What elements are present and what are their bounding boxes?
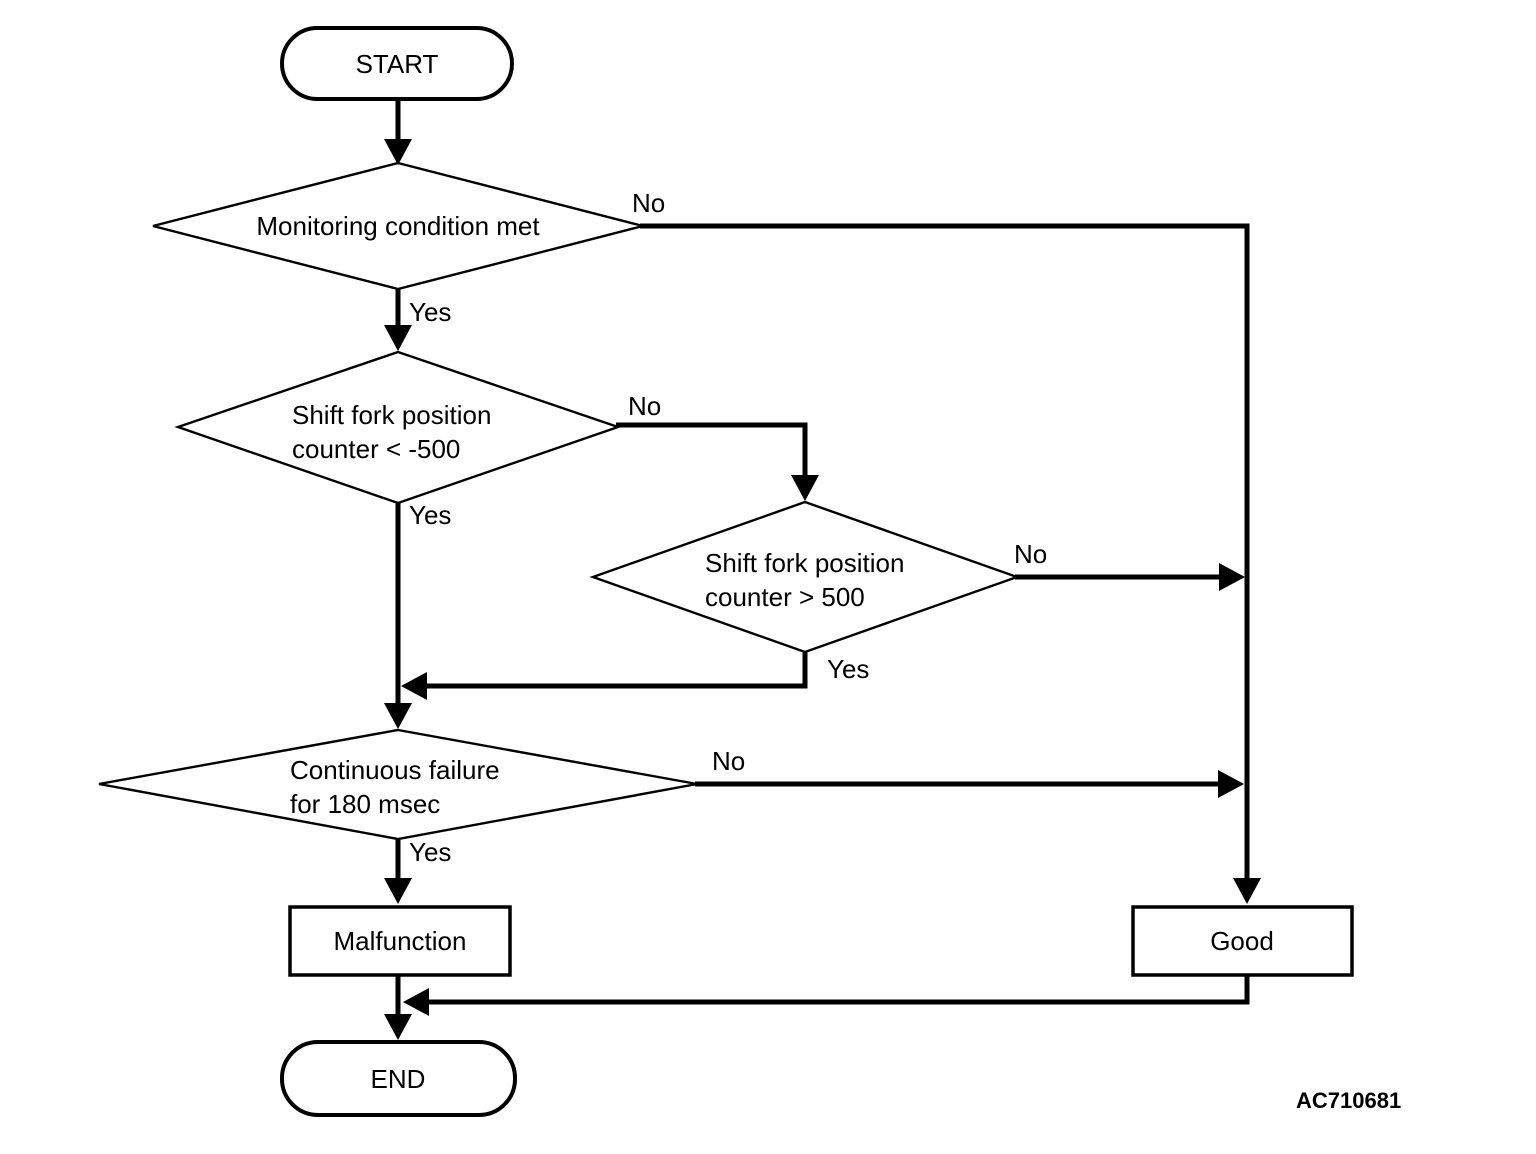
good-label: Good: [1210, 926, 1274, 956]
arrowhead-d4-no: [1218, 770, 1244, 798]
arrowhead-d2-yes-to-d4: [384, 703, 412, 729]
start-label: START: [356, 49, 439, 79]
arrowhead-d4-yes-to-malfunction: [384, 878, 412, 904]
decision-monitoring-condition: [152, 161, 644, 291]
malfunction-label: Malfunction: [334, 926, 467, 956]
d4-yes-label: Yes: [409, 837, 451, 867]
d1-label: Monitoring condition met: [256, 211, 540, 241]
d2-label-line1: Shift fork position: [292, 400, 491, 430]
edge-good-to-end-line: [424, 975, 1250, 1005]
d2-label-line2: counter < -500: [292, 434, 460, 464]
d3-yes-label: Yes: [827, 654, 869, 684]
decision-shift-fork-counter-below: [174, 350, 622, 505]
arrowhead-to-good: [1233, 878, 1261, 904]
d1-no-label: No: [632, 188, 665, 218]
edge-d1-no-to-good: [640, 223, 1250, 879]
arrowhead-to-end: [384, 1014, 412, 1040]
decision-shift-fork-counter-above: [589, 500, 1021, 654]
edge-d3-yes-to-d4-line: [424, 650, 808, 689]
d3-no-label: No: [1014, 539, 1047, 569]
figure-code: AC710681: [1296, 1088, 1401, 1113]
end-node: [280, 1040, 517, 1117]
d4-label-line2: for 180 msec: [290, 789, 440, 819]
d3-label-line2: counter > 500: [705, 582, 865, 612]
start-node: [280, 26, 514, 101]
d4-no-label: No: [712, 746, 745, 776]
arrowhead-d1-yes-to-d2: [384, 325, 412, 351]
arrowhead-good-to-end-line: [403, 988, 429, 1016]
d4-label-line1: Continuous failure: [290, 755, 500, 785]
edge-d2-no-to-d3: [616, 422, 808, 478]
d3-label-line1: Shift fork position: [705, 548, 904, 578]
d2-no-label: No: [628, 391, 661, 421]
arrowhead-start-to-d1: [384, 139, 412, 165]
end-label: END: [371, 1064, 426, 1094]
arrowhead-d3-yes: [401, 672, 427, 700]
arrowhead-d3-no: [1219, 563, 1245, 591]
d1-yes-label: Yes: [409, 297, 451, 327]
good-box: [1131, 905, 1354, 977]
malfunction-box: [288, 905, 512, 977]
decision-continuous-failure: [98, 728, 698, 841]
arrowhead-d2-no-to-d3: [791, 475, 819, 501]
d2-yes-label: Yes: [409, 500, 451, 530]
